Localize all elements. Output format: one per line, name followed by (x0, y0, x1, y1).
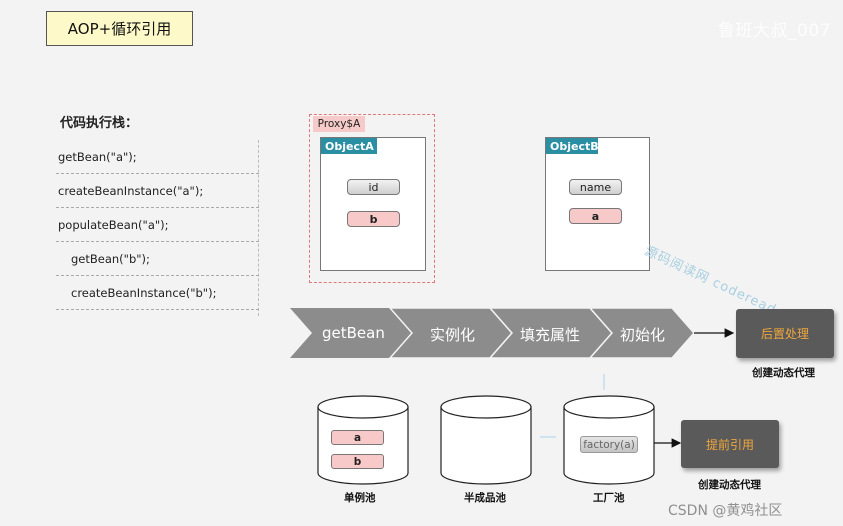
diagram-title: AOP+循环引用 (46, 11, 193, 46)
object-b-box: ObjectB (545, 137, 650, 271)
author-watermark: 鲁班大叔_007 (718, 21, 831, 41)
early-ref-caption: 创建动态代理 (698, 479, 761, 491)
code-stack: getBean("a"); createBeanInstance("a"); p… (56, 140, 259, 316)
pipeline-step-label: 实例化 (430, 326, 476, 344)
pipeline-step-label: 初始化 (620, 326, 666, 344)
half-product-pool-label: 半成品池 (464, 492, 506, 504)
object-a-tag: ObjectA (321, 138, 377, 154)
stack-row: createBeanInstance("a"); (56, 174, 259, 208)
stack-row: getBean("b"); (56, 242, 259, 276)
singleton-pool-item: b (331, 454, 384, 469)
factory-pool-label: 工厂池 (593, 492, 625, 504)
post-process-caption: 创建动态代理 (752, 367, 815, 379)
object-b-tag: ObjectB (546, 138, 599, 154)
singleton-pool-label: 单例池 (344, 492, 376, 504)
object-a-field-b: b (347, 211, 400, 227)
stack-row: populateBean("a"); (56, 208, 259, 242)
stack-title: 代码执行栈： (60, 116, 139, 131)
object-a-box: ObjectA (320, 137, 426, 271)
object-a-field-id: id (347, 179, 400, 195)
pipeline-step-label: getBean (322, 324, 385, 342)
half-product-pool-cylinder (440, 395, 532, 485)
stack-row: getBean("a"); (56, 140, 259, 174)
bottom-watermark: CSDN @黄鸡社区 (668, 503, 783, 519)
object-b-field-a: a (569, 208, 622, 224)
chevron-initialize (588, 307, 695, 359)
chevron-getbean (290, 308, 412, 358)
pipeline-chevrons (290, 307, 695, 359)
early-ref-box: 提前引用 (681, 420, 779, 468)
pool-cylinders (317, 395, 655, 485)
proxy-label: Proxy$A (313, 116, 365, 132)
stack-row: createBeanInstance("b"); (56, 276, 259, 310)
factory-pool-item: factory(a) (580, 436, 638, 453)
singleton-pool-item: a (331, 430, 384, 445)
proxy-frame (309, 114, 435, 283)
post-process-box: 后置处理 (736, 309, 834, 358)
pipeline-step-label: 填充属性 (520, 326, 581, 344)
object-b-field-name: name (569, 179, 622, 195)
